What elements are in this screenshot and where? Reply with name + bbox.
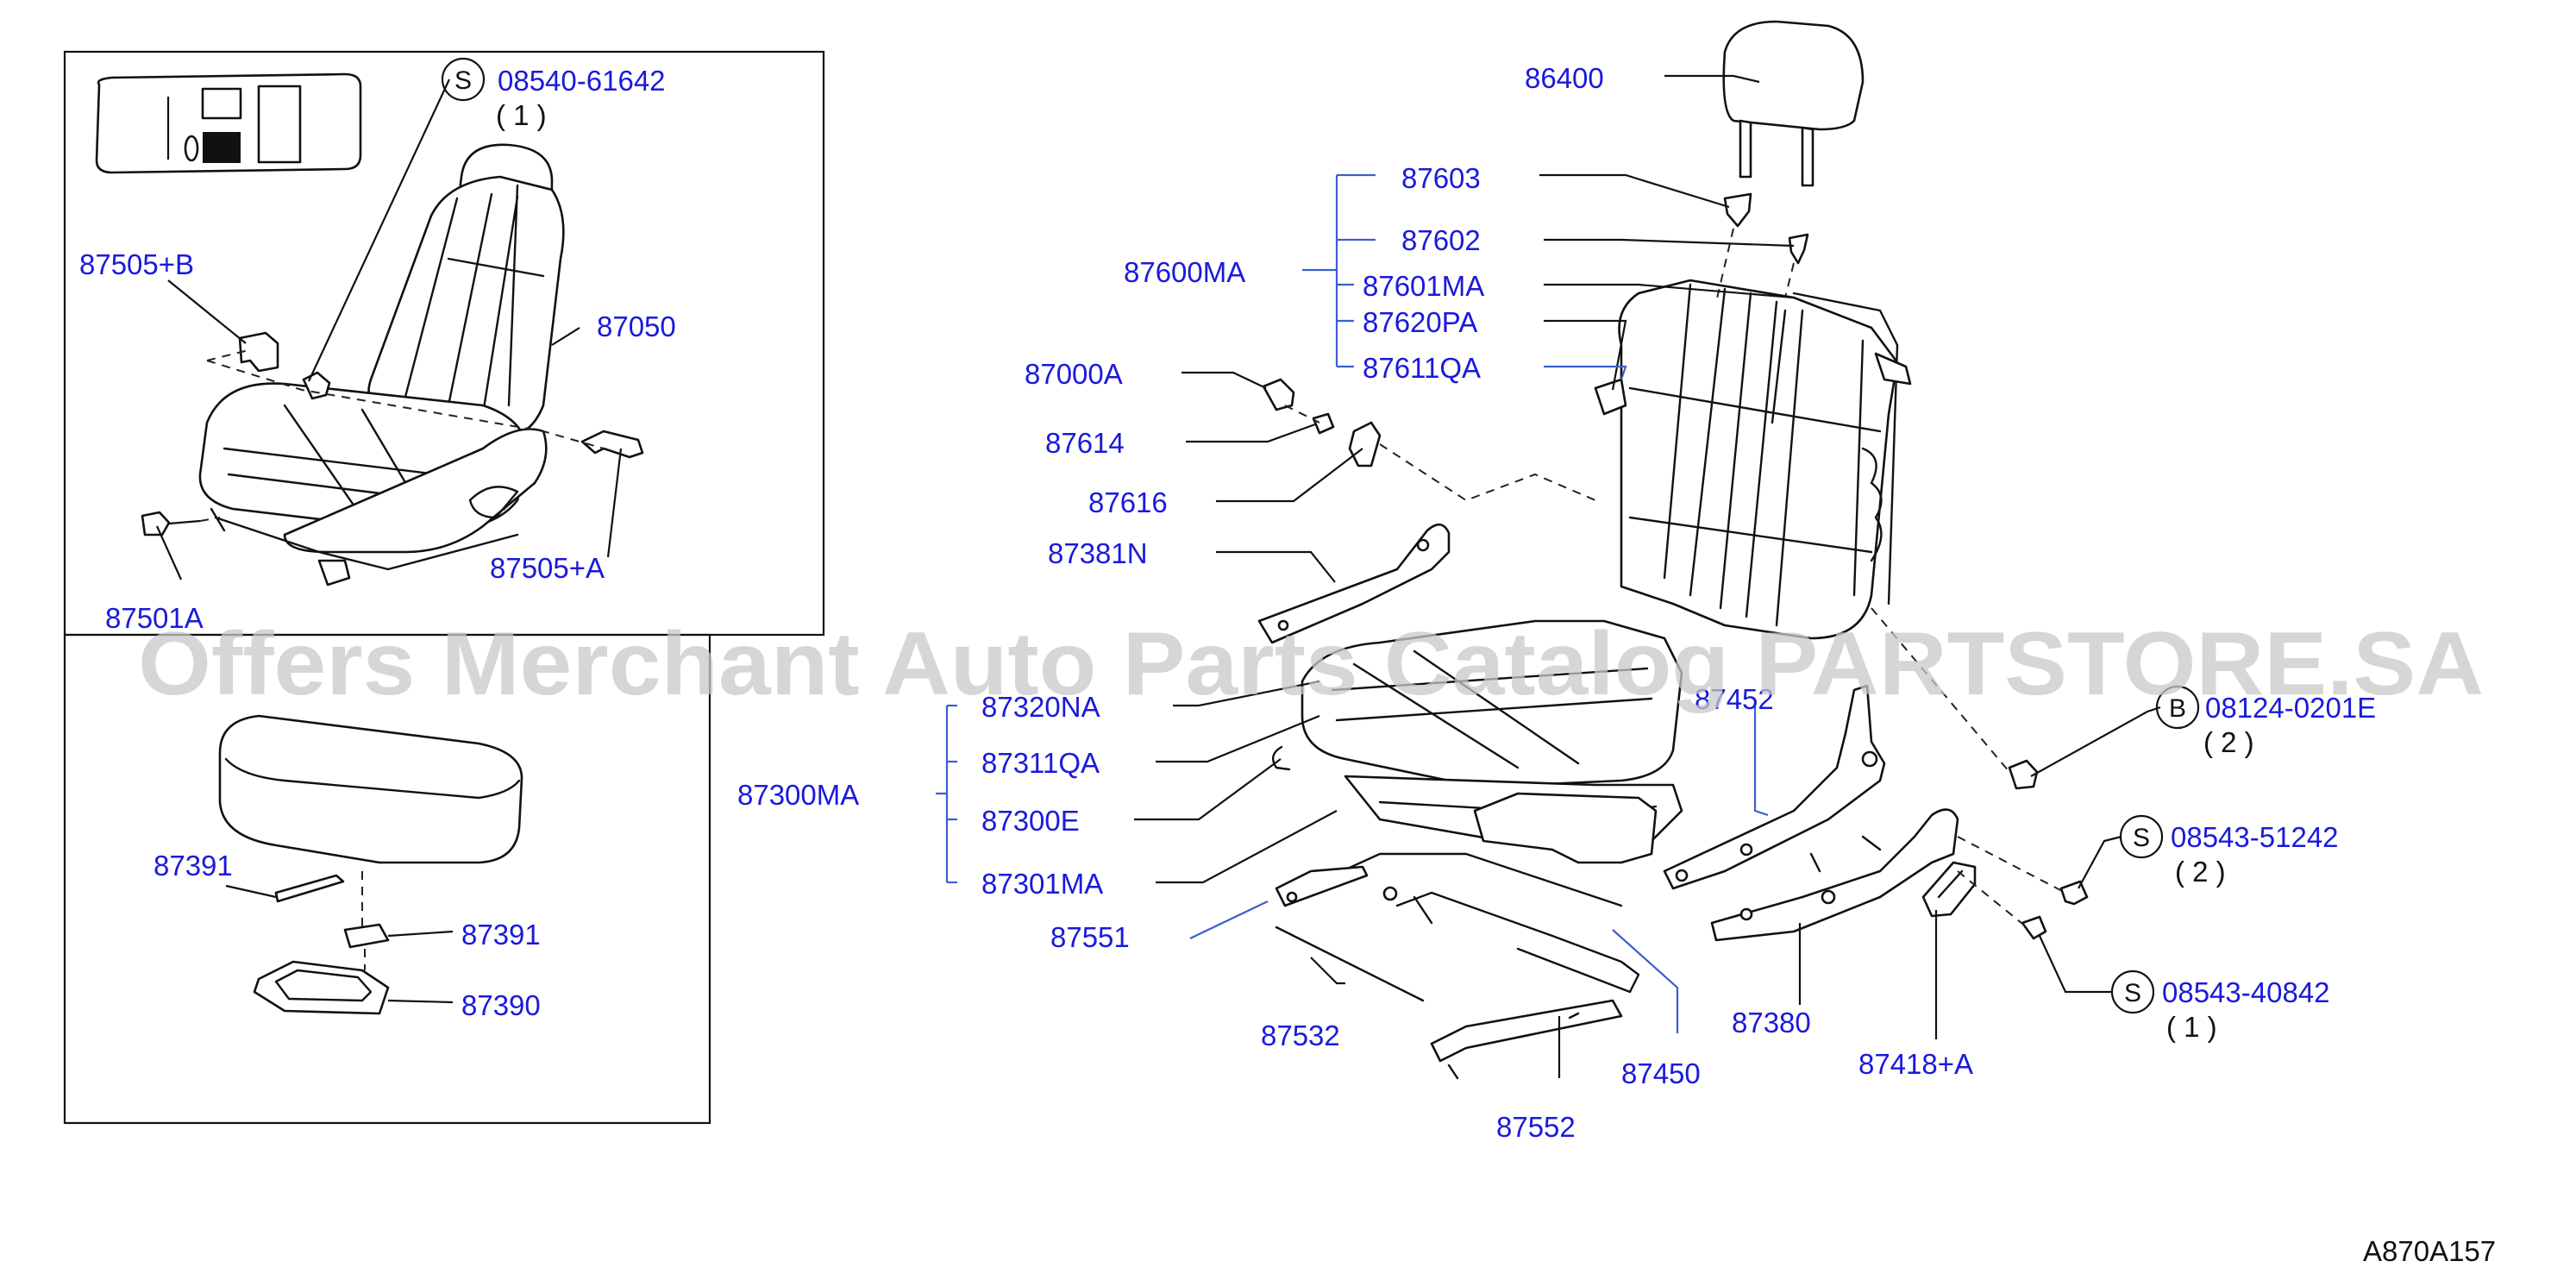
bolt-08124-icon [2008,759,2039,790]
part-label-87601ma[interactable]: 87601MA [1363,270,1484,302]
rail-87552 [1430,999,1623,1080]
fastener-symbol-4: S [2110,969,2155,1014]
wire-87300e-icon [1271,745,1291,771]
svg-text:S: S [2133,824,2150,852]
fastener-symbol-3: S [2119,814,2164,859]
bushing-87000a-icon [1262,378,1295,411]
fastener-qty-1: ( 1 ) [496,99,547,131]
clip-87505b-icon [238,331,279,373]
knob-87614-icon [1312,412,1335,435]
part-label-87620pa[interactable]: 87620PA [1363,306,1477,338]
part-label-87381n[interactable]: 87381N [1048,537,1148,569]
fastener-number-3[interactable]: 08543-51242 [2171,821,2339,853]
recliner-87380 [1710,808,1959,942]
part-label-87602[interactable]: 87602 [1401,224,1481,256]
part-label-87505a[interactable]: 87505+A [490,552,605,584]
part-label-87320na[interactable]: 87320NA [981,691,1100,723]
clip-87391-icon [274,874,345,903]
part-label-87505b[interactable]: 87505+B [79,248,194,280]
drawing-code: A870A157 [2363,1235,2496,1267]
clip-87505a-icon [580,430,644,459]
fastener-symbol-2: B [2155,685,2200,730]
headrest-drawing [1722,20,1865,187]
headrest-guide-87603-icon [1723,192,1752,228]
fastener-symbol-1: S [441,57,486,102]
part-label-87532[interactable]: 87532 [1261,1020,1340,1051]
bolt-87501a-icon [141,511,171,536]
part-label-87380[interactable]: 87380 [1732,1007,1811,1038]
part-label-87391-b[interactable]: 87391 [461,919,541,951]
lever-cover-87418a [1921,861,1977,918]
part-label-87600ma[interactable]: 87600MA [1124,256,1245,288]
part-label-87301ma[interactable]: 87301MA [981,868,1103,900]
part-label-87391-a[interactable]: 87391 [154,850,233,882]
inset-cushion-parts [63,633,711,1125]
inset-seat-overview [63,50,825,637]
svg-text:S: S [2124,979,2141,1007]
fastener-qty-4: ( 1 ) [2166,1011,2217,1043]
part-label-87614[interactable]: 87614 [1045,427,1125,459]
screw-08543-40842-icon [2021,915,2047,940]
watermark-text: Offers Merchant Auto Parts Catalog PARTS… [138,614,2484,714]
clip-87616-icon [1348,421,1382,467]
part-label-87050[interactable]: 87050 [597,311,676,342]
seatback-drawing [1594,279,1912,640]
fastener-number-1[interactable]: 08540-61642 [498,65,666,97]
part-label-87452[interactable]: 87452 [1695,683,1774,715]
screw-08543-51242-icon [2059,880,2089,906]
part-label-87552[interactable]: 87552 [1496,1111,1576,1143]
seat-overview-drawing [198,143,565,587]
part-label-87300e[interactable]: 87300E [981,805,1080,837]
fastener-number-4[interactable]: 08543-40842 [2162,976,2330,1008]
fastener-qty-2: ( 2 ) [2203,726,2254,758]
part-label-87611qa[interactable]: 87611QA [1363,352,1481,384]
part-label-87000a[interactable]: 87000A [1025,358,1123,390]
part-label-87390[interactable]: 87390 [461,989,541,1021]
fastener-qty-3: ( 2 ) [2175,856,2226,888]
recliner-87452 [1663,684,1886,890]
part-label-87616[interactable]: 87616 [1088,486,1168,518]
part-label-87551[interactable]: 87551 [1050,921,1130,953]
svg-text:S: S [454,66,472,95]
svg-text:B: B [2169,694,2186,723]
recliner-cover-87381n [1257,523,1451,644]
clip-87391-b-icon [343,923,390,949]
part-label-86400[interactable]: 86400 [1525,62,1604,94]
part-label-87300ma[interactable]: 87300MA [737,779,859,811]
headrest-guide-87602-icon [1788,233,1809,265]
seat-position-indicator [95,72,362,174]
fastener-number-2[interactable]: 08124-0201E [2205,692,2376,724]
part-label-87311qa[interactable]: 87311QA [981,747,1100,779]
seat-frame-drawing [1275,792,1658,994]
part-label-87603[interactable]: 87603 [1401,162,1481,194]
part-label-87418a[interactable]: 87418+A [1858,1048,1973,1080]
part-label-87501a[interactable]: 87501A [105,602,204,634]
spring-87532-icon [1275,925,1425,1002]
part-label-87450[interactable]: 87450 [1621,1057,1701,1089]
